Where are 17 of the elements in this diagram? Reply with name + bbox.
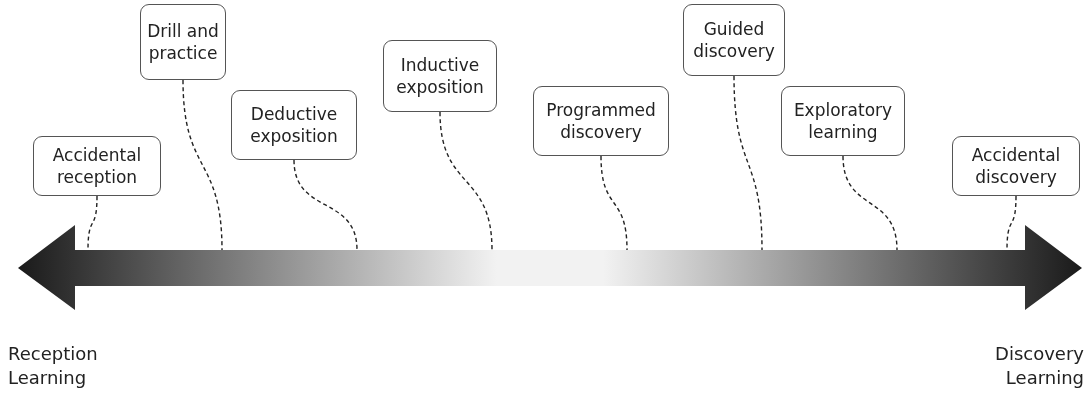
leader-line [842, 155, 898, 251]
text-box: Deductive exposition [231, 90, 357, 160]
leader-line [439, 111, 493, 251]
text-box: Drill and practice [140, 4, 226, 80]
leader-line [293, 159, 358, 251]
text-box: Accidental discovery [952, 136, 1080, 196]
text-box: Guided discovery [683, 4, 785, 76]
end-label: Reception Learning [8, 342, 99, 390]
text-box: Accidental reception [33, 136, 161, 196]
leader-line [733, 75, 763, 251]
double-arrow [18, 225, 1082, 310]
leader-line [600, 155, 628, 251]
text-box: Exploratory learning [781, 86, 905, 156]
leader-line [182, 79, 223, 251]
text-box: Programmed discovery [533, 86, 669, 156]
end-label: Discovery Learning [994, 342, 1084, 390]
text-box: Inductive exposition [383, 40, 497, 112]
